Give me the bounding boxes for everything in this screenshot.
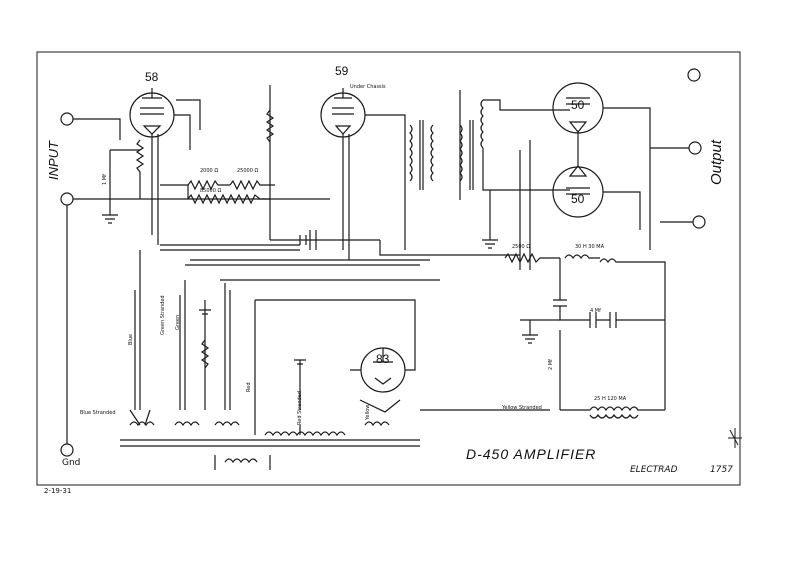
green-wire-label: Green (175, 314, 181, 330)
sheet-border (36, 51, 741, 486)
choke-25h-label: 25 H 120 MA (594, 396, 627, 402)
tube-59 (320, 92, 366, 138)
under-chassis-label: Under Chassis (350, 84, 386, 90)
brand-label: ELECTRAD (630, 465, 678, 475)
terminal-output-top (688, 141, 702, 155)
tube-59-label: 59 (335, 64, 349, 78)
date-label: 2-19-31 (44, 487, 72, 495)
yellow-stranded-label: Yellow Stranded (502, 405, 542, 411)
tube-58 (129, 92, 175, 138)
red-wire-label: Red (246, 382, 252, 393)
input-label: INPUT (46, 141, 61, 180)
terminal-ground (60, 443, 74, 457)
drawing-number: 1757 (710, 465, 733, 475)
r-2000-label: 2000 Ω (200, 168, 219, 174)
cap-1mf-label: 1 Mf (102, 174, 108, 185)
cap-4mf-label: 4 Mf (590, 308, 601, 314)
tube-50-bottom-label: 50 (571, 192, 585, 206)
yellow-wire-label: Yellow (365, 404, 371, 420)
choke-30h-label: 30 H 30 MA (575, 244, 604, 250)
green-stranded-label: Green Stranded (160, 295, 166, 335)
terminal-input-bottom (60, 192, 74, 206)
cap-2mf-label: 2 Mf (548, 359, 554, 370)
tube-58-label: 58 (145, 70, 159, 84)
terminal-output-bottom (692, 215, 706, 229)
r-2500-label: 2500 Ω (512, 244, 531, 250)
drawing-title: D-450 AMPLIFIER (466, 446, 597, 462)
ground-label: Gnd (62, 458, 81, 468)
tube-83-label: 83 (376, 352, 390, 366)
terminal-top-right (687, 68, 701, 82)
red-stranded-label: Red Stranded (297, 391, 303, 425)
terminal-input-top (60, 112, 74, 126)
blue-wire-label: Blue (128, 333, 134, 345)
output-label: Output (708, 139, 725, 185)
tube-50-top-label: 50 (571, 98, 585, 112)
r-85000-label: 85000 Ω (200, 188, 222, 194)
blue-stranded-label: Blue Stranded (80, 410, 116, 416)
r-25000-label: 25000 Ω (237, 168, 259, 174)
